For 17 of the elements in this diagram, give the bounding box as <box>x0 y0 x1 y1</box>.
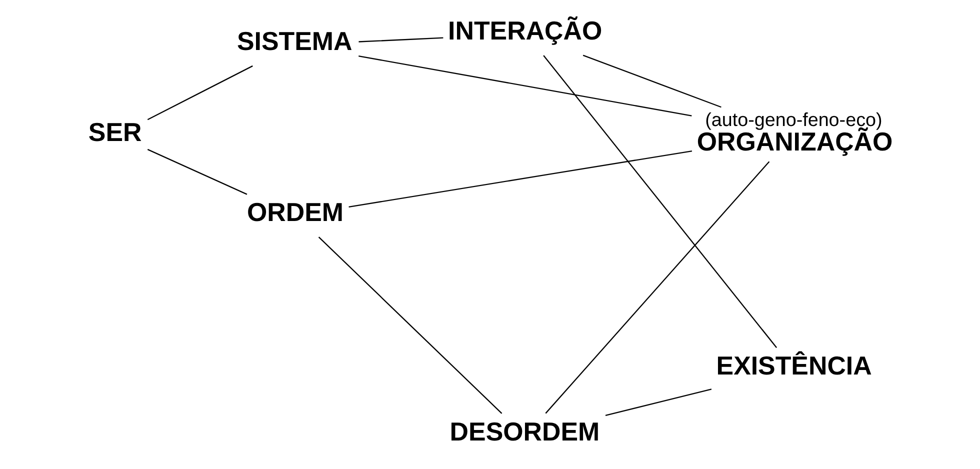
connector <box>318 236 502 414</box>
connector <box>146 65 252 120</box>
connector <box>604 388 712 416</box>
node-text: INTERAÇÃO <box>448 17 602 46</box>
connector <box>146 148 247 195</box>
connector <box>348 150 692 208</box>
connector <box>358 55 692 116</box>
connector <box>358 37 443 42</box>
node-text: DESORDEM <box>449 418 600 446</box>
node-text: SER <box>88 118 142 147</box>
connector <box>582 54 721 108</box>
node-text: ORDEM <box>246 199 344 228</box>
node-text: SISTEMA <box>236 28 352 56</box>
node-text: EXISTÊNCIA <box>716 352 872 380</box>
connector <box>544 161 770 414</box>
connector <box>542 55 777 348</box>
node-text: (auto-geno-feno-eco) ORGANIZAÇÃO <box>696 108 892 156</box>
